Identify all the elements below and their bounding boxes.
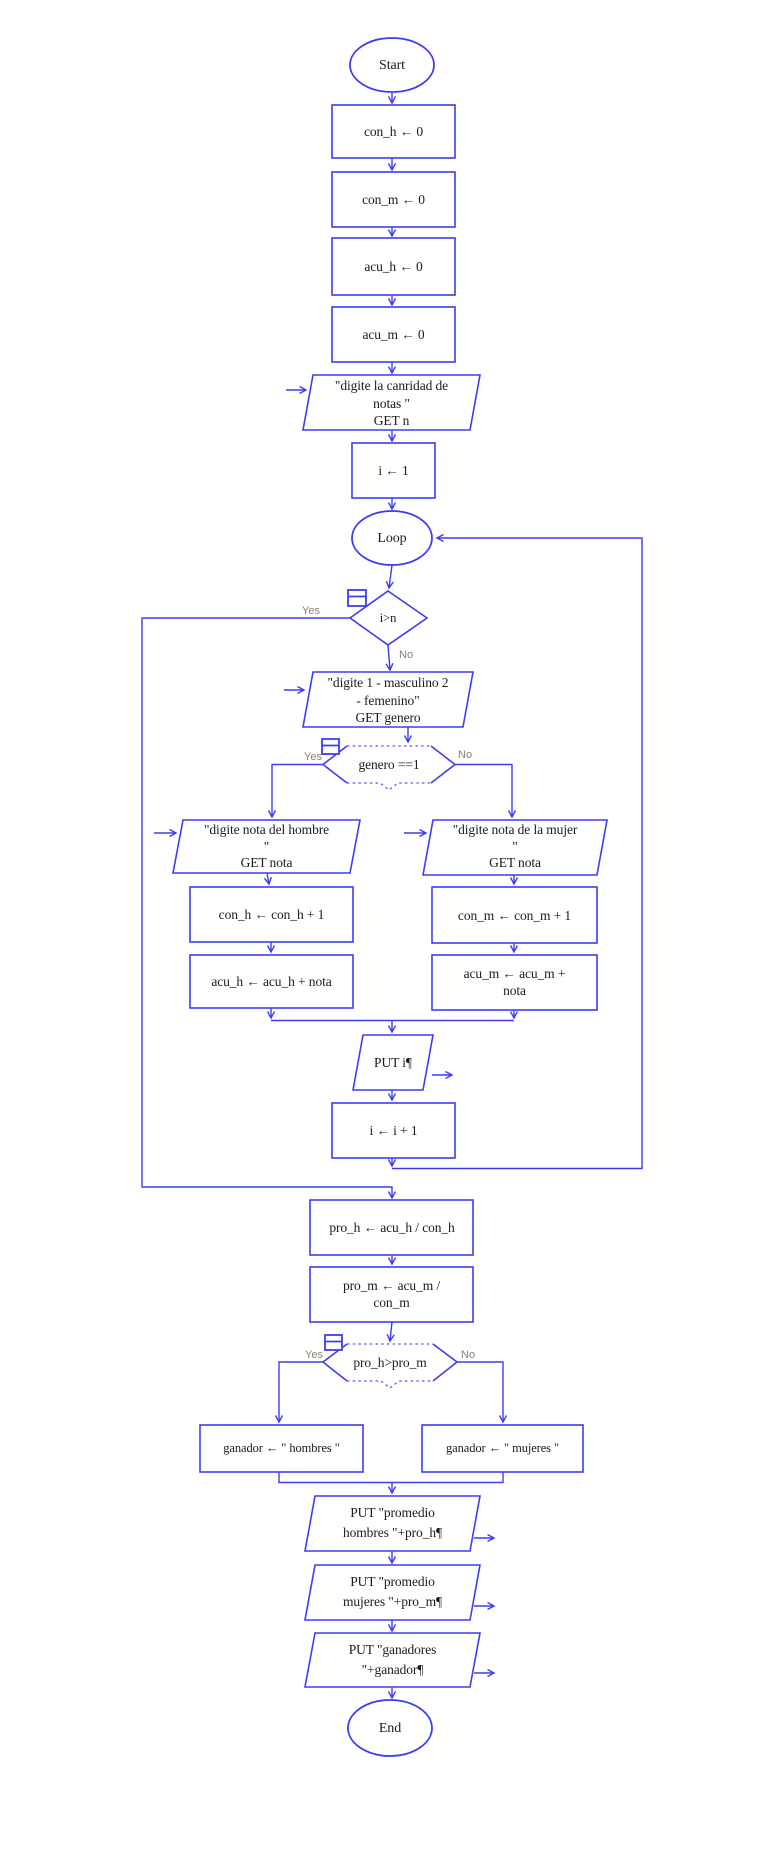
assign-acc-acu-h-label: acu_h ← acu_h + nota [211, 974, 332, 989]
genero-condition-label: genero ==1 [358, 757, 420, 772]
assign-con-m-box[interactable] [331, 171, 456, 228]
pro-yes-label: Yes [305, 1349, 323, 1361]
assign-ganador-hombres-box[interactable] [199, 1424, 364, 1473]
loop-yes-label: Yes [302, 605, 320, 617]
assign-inc-con-h-label: con_h ← con_h + 1 [218, 907, 325, 922]
input-nota-hombre-label: "digite nota del hombre " GET nota [203, 822, 330, 870]
assign-inc-con-m-label: con_m ← con_m + 1 [457, 908, 572, 923]
connectors [141, 93, 643, 1698]
collapse-icon[interactable] [321, 738, 340, 755]
assign-ganador-mujeres-label: ganador ← " mujeres " [446, 1441, 559, 1455]
output-promedio-mujeres-parallelogram[interactable] [304, 1564, 481, 1621]
connector-loopback [392, 538, 643, 1170]
assign-acu-h-box[interactable] [331, 237, 456, 296]
connector-loop-condition [389, 564, 392, 588]
start-terminal[interactable] [349, 37, 435, 93]
pro-condition-label: pro_h>pro_m [353, 1355, 427, 1370]
input-genero-parallelogram[interactable] [302, 671, 474, 728]
output-promedio-hombres-parallelogram[interactable] [304, 1495, 481, 1552]
assign-i-label: i ← 1 [378, 463, 409, 478]
connector-winnerh-merge [278, 1472, 392, 1484]
assign-acu-m-box[interactable] [331, 306, 456, 363]
genero-yes-label: Yes [304, 751, 322, 763]
connector-pro-no [457, 1361, 503, 1422]
output-ganadores-parallelogram[interactable] [304, 1632, 481, 1688]
assign-acc-acu-h-box[interactable] [189, 954, 354, 1009]
assign-inc-i-label: i ← i + 1 [369, 1123, 418, 1138]
connector-prom-decision [390, 1321, 392, 1341]
connector-loop-exit-yes [141, 617, 392, 1198]
output-i-parallelogram[interactable] [352, 1034, 434, 1091]
assign-acc-acu-m-label: acu_m ← acu_m + nota [463, 966, 566, 998]
assign-pro-h-label: pro_h ← acu_h / con_h [329, 1220, 455, 1235]
assign-inc-con-m-box[interactable] [431, 886, 598, 944]
genero-no-label: No [458, 749, 473, 761]
connector-pro-yes [279, 1361, 323, 1422]
loop-terminal[interactable] [351, 510, 433, 566]
assign-i-box[interactable] [351, 442, 436, 499]
connector-genero-yes [272, 763, 323, 818]
output-i-label: PUT i¶ [374, 1055, 412, 1070]
connector-getnotah-conh [267, 872, 269, 884]
assign-pro-h-box[interactable] [309, 1199, 474, 1256]
input-nota-hombre-parallelogram[interactable] [172, 819, 361, 874]
input-n-label: "digite la canridad de notas " GET n [334, 378, 449, 428]
assign-pro-m-box[interactable] [309, 1266, 474, 1323]
assign-acc-acu-m-box[interactable] [431, 954, 598, 1011]
connector-condition-no-getgenero [388, 644, 390, 670]
assign-con-m-label: con_m ← 0 [362, 192, 425, 207]
connector-winnerm-merge [392, 1472, 504, 1484]
connector-genero-no [455, 763, 512, 818]
loop-condition-label: i>n [379, 611, 397, 625]
loop-condition-diamond[interactable] [348, 590, 429, 646]
start-label: Start [379, 58, 405, 73]
loop-label: Loop [377, 531, 407, 546]
pro-no-label: No [461, 1349, 476, 1361]
assign-con-h-label: con_h ← 0 [363, 124, 424, 139]
assign-con-h-box[interactable] [331, 104, 456, 159]
assign-acu-m-label: acu_m ← 0 [362, 327, 425, 342]
assign-acu-h-label: acu_h ← 0 [364, 259, 423, 274]
assign-inc-i-box[interactable] [331, 1102, 456, 1159]
output-promedio-hombres-label: PUT "promedio hombres "+pro_h¶ [342, 1505, 442, 1540]
assign-pro-m-label: pro_m ← acu_m / con_m [342, 1278, 441, 1310]
input-nota-mujer-parallelogram[interactable] [422, 819, 608, 876]
output-promedio-mujeres-label: PUT "promedio mujeres "+pro_m¶ [343, 1574, 442, 1609]
collapse-icon[interactable] [324, 1334, 343, 1351]
end-terminal[interactable] [347, 1699, 433, 1757]
input-n-parallelogram[interactable] [302, 374, 481, 431]
assign-inc-con-h-box[interactable] [189, 886, 354, 943]
assign-ganador-hombres-label: ganador ← " hombres " [223, 1441, 340, 1455]
assign-ganador-mujeres-box[interactable] [421, 1424, 584, 1473]
end-label: End [378, 1721, 402, 1736]
collapse-icon[interactable] [347, 589, 367, 607]
output-ganadores-label: PUT "ganadores "+ganador¶ [348, 1642, 437, 1677]
input-nota-mujer-label: "digite nota de la mujer " GET nota [452, 822, 578, 870]
input-genero-label: "digite 1 - masculino 2 - femenino" GET … [327, 675, 449, 725]
loop-no-label: No [399, 649, 414, 661]
